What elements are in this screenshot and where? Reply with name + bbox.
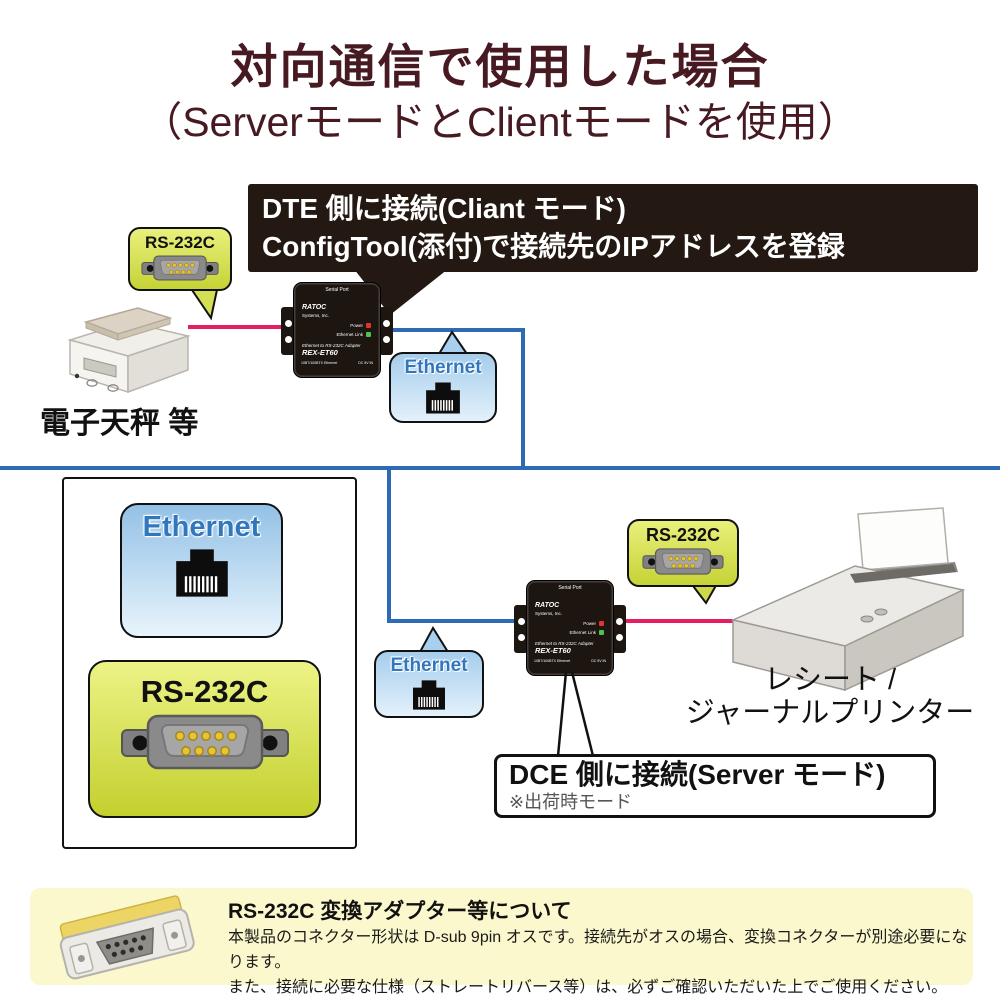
rex-et60-adapter-top: Serial Port RATOC Systems, Inc. Power Et…: [281, 282, 393, 378]
rs232c-callout-1: RS-232C: [128, 227, 232, 291]
ethernet-callout-2: Ethernet: [374, 650, 484, 718]
electronic-scale-icon: [67, 307, 191, 394]
dce-callout-note: ※出荷時モード: [509, 792, 633, 812]
dte-callout-tail: [354, 269, 448, 315]
legend-rs232c: RS-232C: [88, 660, 321, 818]
rs232c-label: RS-232C: [145, 233, 215, 252]
adapter-body: Serial Port RATOC Systems, Inc. Power Et…: [526, 580, 614, 676]
mount-ear-icon: [612, 605, 626, 653]
serial-cable-line-right: [625, 619, 740, 623]
serial-cable-line-left: [188, 325, 285, 329]
db9-connector-icon: [642, 548, 724, 575]
receipt-printer-icon: [730, 507, 966, 692]
note-title: RS-232C 変換アダプター等について: [228, 900, 572, 923]
note-body: 本製品のコネクター形状は D-sub 9pin オスです。接続先がオスの場合、変…: [228, 929, 968, 996]
rj45-connector-icon: [426, 382, 460, 414]
adapter-serial-port-label: Serial Port: [325, 287, 349, 293]
adapter-brand: RATOC Systems, Inc.: [535, 602, 563, 616]
adapter-model-label: REX-ET60: [302, 347, 338, 357]
rs232c-label: RS-232C: [140, 674, 269, 709]
dce-callout: DCE 側に接続(Server モード) ※出荷時モード: [494, 754, 936, 818]
legend-ethernet: Ethernet: [120, 503, 283, 638]
power-led-icon: [599, 620, 604, 626]
adapter-port-labels: 10BT/100BTX Ethernet DC 5V IN: [301, 360, 373, 365]
adapter-body: Serial Port RATOC Systems, Inc. Power Et…: [293, 282, 381, 378]
ethernet-callout-1: Ethernet: [389, 352, 497, 423]
mount-ear-icon: [281, 307, 295, 355]
db9-connector-icon: [120, 714, 289, 770]
rs232c-label: RS-232C: [645, 525, 721, 545]
adapter-port-labels: 10BT/100BTX Ethernet DC 5V IN: [534, 658, 606, 663]
ethernet-cable-top-vertical: [521, 328, 525, 470]
dte-callout: DTE 側に接続(Cliant モード) ConfigTool(添付)で接続先の…: [248, 184, 978, 272]
mount-ear-icon: [379, 307, 393, 355]
adapter-brand: RATOC Systems, Inc.: [302, 304, 330, 318]
ethernet-label: Ethernet: [390, 655, 468, 676]
dce-callout-line1: DCE 側に接続(Server モード): [509, 759, 886, 790]
ethernet-cable-bottom-horizontal: [387, 619, 529, 623]
adapter-product-label: Ethernet to RS-232C Adapter: [535, 640, 594, 646]
rs232c-callout-2: RS-232C: [627, 519, 739, 587]
mount-ear-icon: [514, 605, 528, 653]
page-title: 対向通信で使用した場合: [230, 40, 770, 93]
link-led-icon: [599, 629, 604, 635]
adapter-link-row: Ethernet Link: [527, 629, 613, 635]
gender-changer-adapter-icon: [59, 895, 195, 980]
ethernet-bus-line: [0, 466, 1000, 470]
dte-callout-line2: ConfigTool(添付)で接続先のIPアドレスを登録: [262, 231, 845, 262]
rj45-connector-icon: [175, 549, 228, 597]
dce-pointer-lines: [556, 671, 595, 757]
ethernet-cable-bottom-vertical: [387, 468, 391, 623]
link-led-icon: [366, 331, 371, 337]
power-led-icon: [366, 322, 371, 328]
dte-callout-line1: DTE 側に接続(Cliant モード): [262, 193, 626, 224]
page-subtitle: （ServerモードとClientモードを使用）: [141, 99, 859, 145]
adapter-model-label: REX-ET60: [535, 645, 571, 655]
db9-connector-icon: [141, 255, 219, 281]
ethernet-label: Ethernet: [404, 357, 482, 378]
scale-label: 電子天秤 等: [40, 407, 199, 440]
rex-et60-adapter-bottom: Serial Port RATOC Systems, Inc. Power Et…: [514, 580, 626, 676]
ethernet-label: Ethernet: [142, 511, 261, 543]
adapter-serial-port-label: Serial Port: [558, 585, 582, 591]
adapter-power-row: Power: [527, 620, 613, 626]
adapter-product-label: Ethernet to RS-232C Adapter: [302, 342, 361, 348]
printer-label: レシート / ジャーナルプリンター: [685, 664, 975, 729]
adapter-power-row: Power: [294, 322, 380, 328]
rj45-connector-icon: [413, 680, 445, 710]
ethernet-cable-top-horizontal: [388, 328, 525, 332]
adapter-link-row: Ethernet Link: [294, 331, 380, 337]
